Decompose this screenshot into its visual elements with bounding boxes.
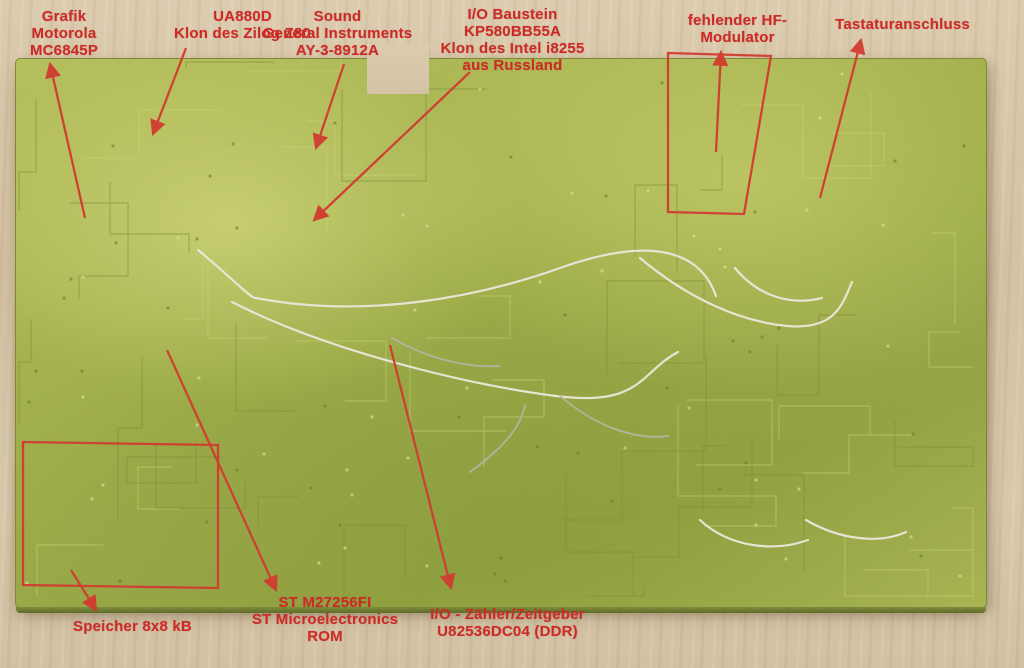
annotation-line: I/O - Zähler/Zeitgeber [430, 606, 585, 623]
annotation-ram: Speicher 8x8 kB [60, 618, 205, 635]
annotation-line: Sound [313, 8, 362, 25]
annotation-line: UA880D [213, 8, 272, 25]
annotation-line: MC6845P [29, 42, 99, 59]
annotation-line: fehlender HF- [687, 12, 788, 29]
annotation-line: Motorola [31, 25, 97, 42]
annotation-line: AY-3-8912A [295, 42, 380, 59]
annotation-io: I/O Baustein KP580BB55A Klon des Intel i… [425, 6, 600, 74]
annotation-line: Klon des Intel i8255 [440, 40, 585, 57]
annotation-rom: ST M27256FI ST Microelectronics ROM [245, 594, 405, 645]
annotation-sound: Sound General Instruments AY-3-8912A [255, 8, 420, 59]
annotation-line: ROM [307, 628, 343, 645]
annotation-line: General Instruments [262, 25, 413, 42]
annotation-line: ST Microelectronics [251, 611, 399, 628]
annotation-line: Tastaturanschluss [835, 16, 970, 33]
annotation-line: I/O Baustein [467, 6, 558, 23]
annotation-line: KP580BB55A [463, 23, 562, 40]
annotation-hf: fehlender HF- Modulator [665, 12, 810, 46]
annotation-line: Klon des Zilog Z80 [174, 25, 311, 42]
annotation-line: U82536DC04 (DDR) [437, 623, 578, 640]
annotation-line: Modulator [700, 29, 775, 46]
annotation-cpu: UA880D Klon des Zilog Z80 [150, 8, 335, 42]
annotation-grafik: Grafik Motorola MC6845P [8, 8, 120, 59]
annotation-line: Speicher 8x8 kB [73, 618, 192, 635]
annotation-keyboard: Tastaturanschluss [815, 16, 990, 33]
annotation-line: Grafik [41, 8, 87, 25]
annotation-line: aus Russland [462, 57, 563, 74]
annotation-line: ST M27256FI [278, 594, 372, 611]
annotation-ctc: I/O - Zähler/Zeitgeber U82536DC04 (DDR) [425, 606, 590, 640]
